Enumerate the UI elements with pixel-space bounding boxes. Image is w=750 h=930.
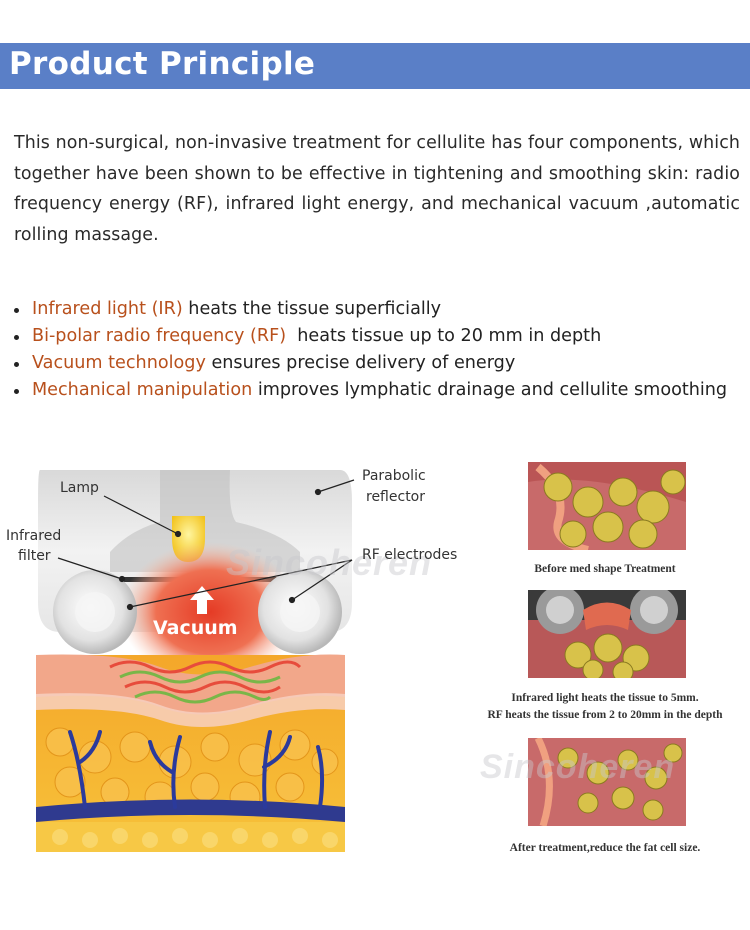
feature-highlight: Infrared light (IR): [32, 299, 183, 319]
reflector-label-line1: Parabolic: [362, 468, 426, 484]
feature-text: improves lymphatic drainage and cellulit…: [252, 380, 728, 400]
caption-before: Before med shape Treatment: [534, 563, 676, 575]
feature-highlight: Vacuum technology: [32, 353, 206, 373]
caption-after: After treatment,reduce the fat cell size…: [509, 842, 701, 854]
rf-electrodes-label: RF electrodes: [362, 547, 458, 563]
feature-highlight: Bi-polar radio frequency (RF): [32, 326, 287, 346]
before-treatment-image: [528, 462, 686, 554]
feature-text: heats tissue up to 20 mm in depth: [286, 326, 602, 346]
intro-paragraph: This non-surgical, non-invasive treatmen…: [14, 133, 740, 245]
lamp-label: Lamp: [60, 480, 99, 496]
section-header: Product Principle: [0, 43, 750, 89]
list-item: Infrared light (IR) heats the tissue sup…: [12, 296, 748, 323]
filter-label-line2: filter: [18, 548, 51, 564]
caption-rf: RF heats the tissue from 2 to 20mm in th…: [487, 709, 723, 721]
caption-infrared: Infrared light heats the tissue to 5mm.: [511, 692, 699, 704]
reflector-label-line2: reflector: [366, 489, 426, 505]
heating-image: [528, 586, 686, 683]
feature-text: heats the tissue superficially: [182, 299, 442, 319]
filter-label-line1: Infrared: [6, 528, 62, 544]
watermark: Sincoheren: [226, 542, 433, 583]
list-item: Mechanical manipulation improves lymphat…: [12, 377, 748, 404]
feature-highlight: Mechanical manipulation: [32, 380, 253, 400]
feature-text: ensures precise delivery of energy: [205, 353, 516, 373]
treatment-illustration: [36, 470, 355, 852]
watermark: Sincoheren: [480, 748, 676, 786]
feature-list: Infrared light (IR) heats the tissue sup…: [12, 296, 748, 404]
vacuum-label: Vacuum: [153, 617, 238, 639]
list-item: Bi-polar radio frequency (RF) heats tiss…: [12, 323, 748, 350]
treatment-diagram: Sincoheren Lamp Parabolic reflector Infr…: [0, 462, 480, 862]
page-title: Product Principle: [9, 46, 316, 82]
after-treatment-image: [528, 736, 686, 828]
list-item: Vacuum technology ensures precise delive…: [12, 350, 748, 377]
